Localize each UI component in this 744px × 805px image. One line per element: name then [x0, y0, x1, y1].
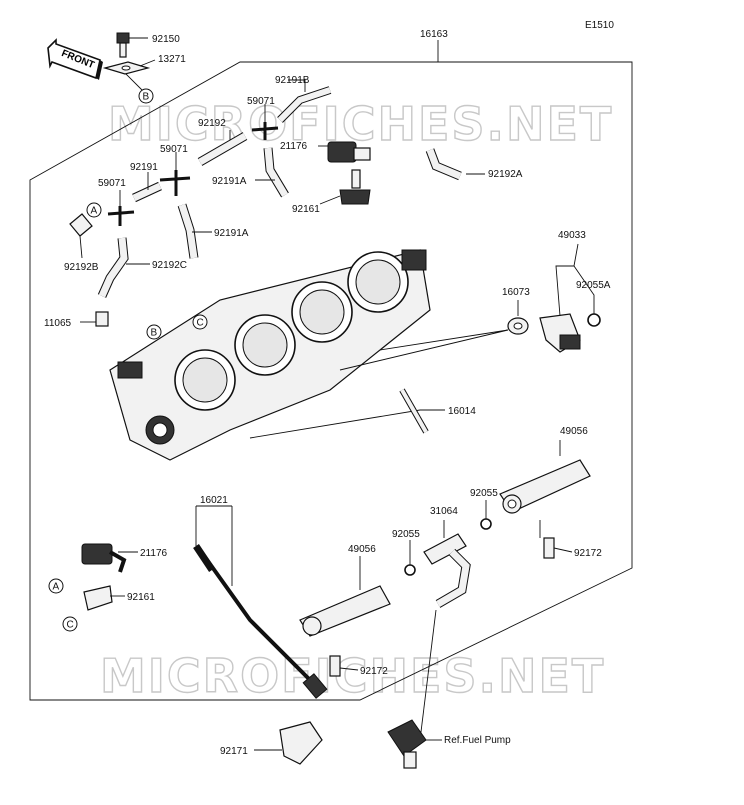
- label-16021: 16021: [200, 495, 228, 506]
- label-92192: 92192: [198, 118, 226, 129]
- seal-16073: [507, 300, 529, 335]
- callout-C-mid: C: [192, 314, 208, 330]
- hose-92192C: [97, 237, 150, 298]
- label-31064: 31064: [430, 506, 458, 517]
- svg-text:B: B: [151, 328, 158, 339]
- svg-text:C: C: [67, 620, 74, 631]
- sensor-49033: [539, 243, 581, 353]
- fuel-rail-49056-left: [299, 556, 391, 637]
- label-92172-b: 92172: [360, 666, 388, 677]
- joint-59071-b: [159, 152, 191, 196]
- label-92055A: 92055A: [576, 280, 611, 291]
- bolt-92150: [116, 32, 148, 58]
- hose-92191A-a: [255, 147, 289, 198]
- connector-31064: [419, 520, 471, 741]
- sensor-21176-bottom: [81, 543, 138, 573]
- label-16163: 16163: [420, 29, 448, 40]
- hose-92191: [132, 172, 162, 203]
- label-92055-b: 92055: [392, 529, 420, 540]
- label-92161-b: 92161: [127, 592, 155, 603]
- throttle-body: [109, 249, 431, 461]
- label-11065: 11065: [44, 318, 72, 329]
- label-92150: 92150: [152, 34, 180, 45]
- fuel-rail-49056-right: [499, 440, 591, 514]
- label-92055-a: 92055: [470, 488, 498, 499]
- label-16014: 16014: [448, 406, 476, 417]
- leaders-center: [249, 329, 509, 439]
- callout-B-mid: B: [146, 324, 162, 340]
- gasket-13271: [102, 59, 156, 93]
- callout-A-top: A: [86, 202, 102, 218]
- front-arrow-icon: FRONT: [47, 38, 103, 80]
- label-49056-a: 49056: [560, 426, 588, 437]
- watermark-bottom: MICROFICHES.NET: [100, 649, 605, 703]
- svg-text:C: C: [197, 318, 204, 329]
- oring-92055-left: [404, 540, 416, 576]
- clip-92171: [254, 721, 323, 765]
- label-92191: 92191: [130, 162, 158, 173]
- svg-text:A: A: [91, 206, 98, 217]
- hose-92191A-b: [177, 203, 212, 259]
- watermark-top: MICROFICHES.NET: [108, 97, 613, 151]
- callout-B-top: B: [138, 88, 154, 104]
- label-49033: 49033: [558, 230, 586, 241]
- callout-C-bottom: C: [62, 616, 78, 632]
- label-92191A-a: 92191A: [212, 176, 247, 187]
- label-59071-a: 59071: [247, 96, 275, 107]
- label-21176-a: 21176: [280, 141, 308, 152]
- sensor-92161-bottom: [83, 585, 125, 611]
- oring-92055A: [573, 265, 601, 327]
- oring-92055-right: [480, 500, 492, 530]
- label-59071-c: 59071: [98, 178, 126, 189]
- label-92171: 92171: [220, 746, 248, 757]
- label-92191B: 92191B: [275, 75, 310, 86]
- callout-A-bottom: A: [48, 578, 64, 594]
- joint-59071-a: [251, 104, 279, 140]
- label-92192C: 92192C: [152, 260, 187, 271]
- label-21176-b: 21176: [140, 548, 168, 559]
- assembly-frame: [29, 61, 633, 701]
- injector-92172-right: [539, 520, 573, 559]
- label-59071-b: 59071: [160, 144, 188, 155]
- label-13271: 13271: [158, 54, 186, 65]
- label-92172-a: 92172: [574, 548, 602, 559]
- diagram-code: E1510: [585, 20, 614, 31]
- cap-11065: [80, 311, 109, 327]
- label-92191A-b: 92191A: [214, 228, 249, 239]
- label-16073: 16073: [502, 287, 530, 298]
- svg-text:A: A: [53, 582, 60, 593]
- cap-92192B: [69, 213, 93, 259]
- hose-92192: [197, 130, 248, 166]
- label-92161-a: 92161: [292, 204, 320, 215]
- label-ref-fuel-pump: Ref.Fuel Pump: [444, 735, 511, 746]
- label-49056-b: 49056: [348, 544, 376, 555]
- hose-92191B: [277, 79, 332, 123]
- svg-text:B: B: [143, 92, 150, 103]
- sensor-92161-top: [319, 169, 371, 205]
- joint-59071-c: [107, 190, 135, 226]
- label-92192B: 92192B: [64, 262, 99, 273]
- injector-92172-left: [329, 655, 359, 677]
- screw-16014: [399, 388, 445, 434]
- cable-16021: [193, 505, 328, 699]
- hose-92192A: [425, 148, 485, 181]
- fuel-pump-connector: [387, 719, 442, 769]
- label-92192A: 92192A: [488, 169, 523, 180]
- sensor-21176-top: [318, 141, 371, 163]
